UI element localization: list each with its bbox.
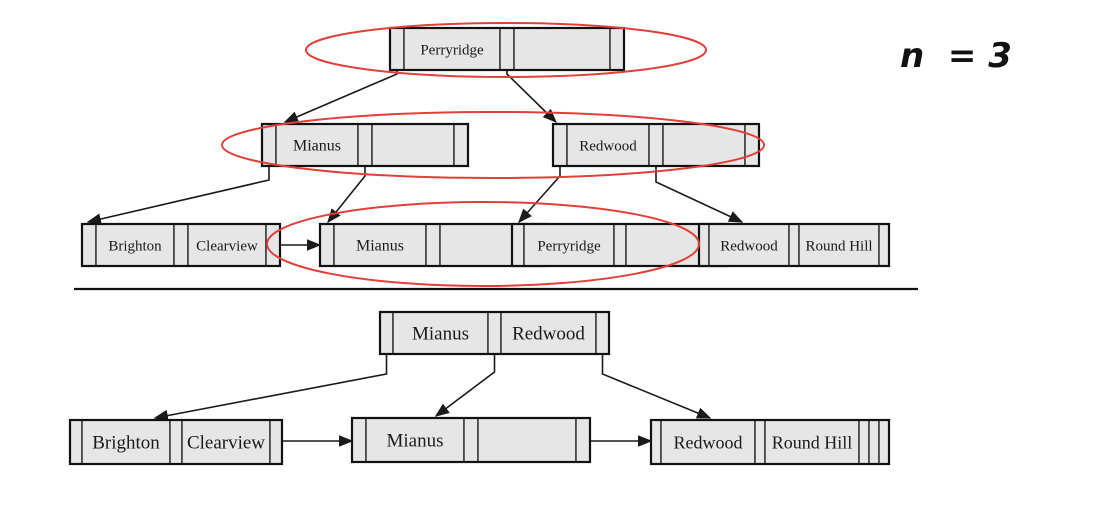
pointer-cell: [269, 419, 283, 465]
pointer-cell: [487, 311, 502, 355]
pointer-cell: [575, 417, 591, 463]
key-cell: [660, 419, 756, 465]
key-label: Brighton: [92, 433, 160, 454]
pointer-cell: [499, 27, 515, 71]
pointer-cell: [261, 123, 277, 167]
after-leaf-brighton: Brighton Clearview: [68, 418, 284, 466]
pointer-cell: [698, 223, 710, 267]
node-frame: [80, 222, 282, 268]
node-frame: [260, 122, 470, 168]
pointer-cell: [389, 27, 405, 71]
pointer-cell: [788, 223, 800, 267]
key-cell: [708, 223, 790, 267]
node-frame: [551, 122, 761, 168]
key-label: Redwood: [674, 432, 743, 452]
key-cell: [187, 223, 267, 267]
edge-redwood-to-perryridge-leaf: [518, 164, 561, 224]
key-label: Mianus: [412, 324, 469, 345]
after-leaf-redwood: Redwood Round Hill: [649, 418, 891, 466]
key-label: Redwood: [720, 238, 778, 254]
highlight-oval-internal-level: [221, 111, 765, 179]
key-cell: [333, 223, 427, 267]
key-cell: [371, 123, 455, 167]
pointer-cell: [69, 419, 83, 465]
key-cell: [477, 417, 577, 463]
key-label: Round Hill: [772, 432, 853, 452]
key-cell: [764, 419, 860, 465]
pointer-cell: [868, 419, 880, 465]
key-label: Redwood: [512, 324, 585, 345]
pointer-cell: [511, 223, 525, 267]
before-root-node: Perryridge: [388, 26, 626, 72]
node-frame: [350, 416, 592, 464]
key-label: Mianus: [356, 238, 404, 255]
pointer-cell: [878, 223, 890, 267]
pointer-cell: [858, 419, 870, 465]
pointer-cell: [453, 123, 469, 167]
highlight-oval-leaves: [266, 201, 700, 287]
before-internal-node-1: Mianus: [260, 122, 470, 168]
key-label: Mianus: [293, 138, 341, 155]
pointer-cell: [609, 27, 625, 71]
after-leaf-mianus: Mianus: [350, 416, 592, 464]
pointer-cell: [169, 419, 183, 465]
pointer-cell: [878, 419, 890, 465]
edge-mianus-to-brighton-leaf: [86, 164, 270, 225]
after-root-node: Mianus Redwood: [378, 310, 611, 356]
edge-after-root-to-brighton: [153, 342, 388, 422]
key-cell: [275, 123, 359, 167]
edge-mianus-to-mianus-leaf: [327, 164, 366, 224]
pointer-cell: [351, 417, 367, 463]
node-frame: [649, 418, 891, 466]
pointer-cell: [379, 311, 394, 355]
pointer-cell: [744, 123, 760, 167]
pointer-cell: [650, 419, 662, 465]
key-label: Redwood: [579, 138, 637, 154]
node-frame: [68, 418, 284, 466]
pointer-cell: [463, 417, 479, 463]
edge-redwood-to-redwood-leaf: [655, 164, 744, 223]
order-parameter-label: n = 3: [900, 36, 1012, 76]
key-label: Clearview: [187, 433, 265, 454]
before-internal-node-2: Redwood: [551, 122, 761, 168]
key-label: Round Hill: [805, 238, 872, 254]
key-cell: [662, 123, 746, 167]
pointer-cell: [552, 123, 568, 167]
edge-after-root-to-redwood: [601, 342, 712, 419]
pointer-cell: [595, 311, 610, 355]
node-frame: [378, 310, 611, 356]
before-leaf-perryridge: Perryridge: [510, 222, 730, 268]
key-cell: [181, 419, 271, 465]
pointer-cell: [319, 223, 335, 267]
key-label: Brighton: [108, 238, 162, 254]
pointer-cell: [648, 123, 664, 167]
pointer-cell: [754, 419, 766, 465]
key-label: Perryridge: [420, 42, 484, 58]
node-frame: [388, 26, 626, 72]
pointer-cell: [357, 123, 373, 167]
key-cell: [500, 311, 597, 355]
highlight-oval-root: [305, 22, 707, 78]
key-cell: [365, 417, 465, 463]
key-cell: [523, 223, 615, 267]
key-cell: [798, 223, 880, 267]
key-label: Perryridge: [537, 238, 601, 254]
pointer-cell: [173, 223, 189, 267]
pointer-cell: [613, 223, 627, 267]
before-leaf-redwood: Redwood Round Hill: [697, 222, 891, 268]
before-leaf-brighton: Brighton Clearview: [80, 222, 282, 268]
key-cell: [513, 27, 611, 71]
pointer-cell: [425, 223, 441, 267]
key-label: Clearview: [196, 238, 258, 254]
pointer-cell: [81, 223, 97, 267]
key-label: Mianus: [387, 431, 444, 452]
